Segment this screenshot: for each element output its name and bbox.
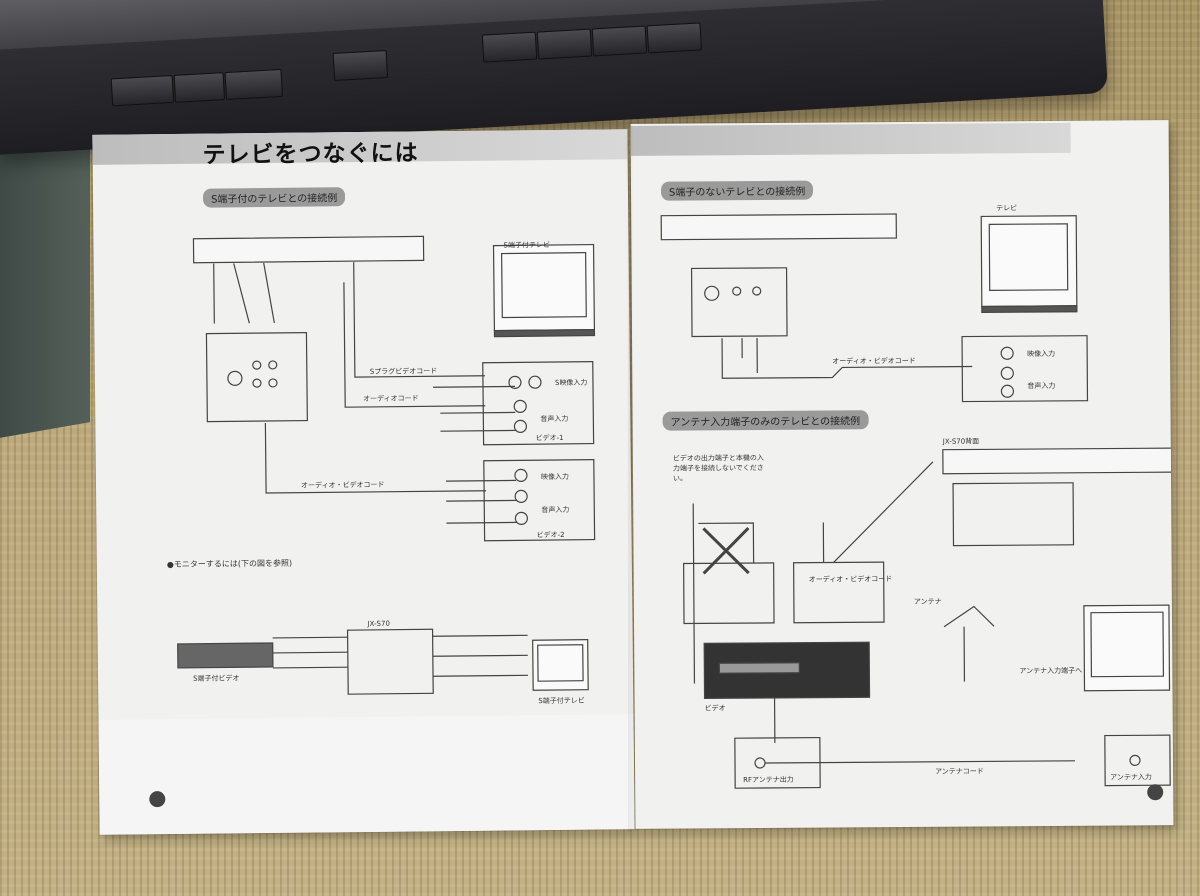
spread-crease [628,122,634,832]
label-device-back: JX-S70背面 [942,437,980,446]
label-audio-in: 音声入力 [540,414,569,424]
label-tv-right: テレビ [996,204,1018,213]
device-button [591,25,648,57]
note-vcr: ビデオの出力端子と本機の入力端子を接続しないでください。 [672,453,764,483]
device-button [110,74,175,107]
device-button [536,28,593,60]
label-av-cord-lower: オーディオ・ビデオコード [808,575,893,584]
label-antenna: アンテナ [913,597,942,606]
label-s-deck: S端子付ビデオ [193,674,240,683]
label-video2: ビデオ-2 [536,530,565,540]
label-video-in: 映像入力 [540,472,569,482]
label-antenna-input: アンテナ入力 [1110,773,1152,782]
label-audio-in-right: 音声入力 [1027,381,1056,391]
label-s-plug-cord: Sプラグビデオコード [369,367,438,376]
label-antenna-in-terminal: アンテナ入力端子へ [1019,666,1083,676]
label-video1: ビデオ-1 [535,433,564,443]
device-button [332,49,389,81]
left-page-diagram [98,235,635,835]
device-button [173,72,226,103]
device-button [481,31,538,63]
label-video-in-right: 映像入力 [1027,349,1056,359]
label-s-tv: S端子付テレビ [503,241,551,250]
label-av-cord: オーディオ・ビデオコード [300,480,385,490]
label-audio-cord: オーディオコード [363,394,419,403]
label-antenna-cord: アンテナコード [935,767,984,776]
label-rf-out: RFアンテナ出力 [743,775,794,785]
right-page-diagram [660,213,1174,801]
manual-right-page: S端子のないテレビとの接続例 アンテナ入力端子のみのテレビとの接続例 [630,120,1174,829]
manual-left-page: テレビをつなぐには S端子付のテレビとの接続例 [92,129,635,835]
label-s-video-in: S映像入力 [554,378,588,387]
label-s-tv-small: S端子付テレビ [538,696,585,706]
device-button [646,22,703,54]
manual-spread: テレビをつなぐには S端子付のテレビとの接続例 [92,120,1174,835]
label-device-name: JX-S70 [367,619,390,628]
mat-edge [0,122,90,438]
label-av-cord-right: オーディオ・ビデオコード [832,356,916,366]
label-vcr: ビデオ [704,704,726,713]
device-button [224,68,283,101]
label-audio-in-2: 音声入力 [541,505,570,515]
monitor-note: ●モニターするには(下の図を参照) [166,558,293,570]
